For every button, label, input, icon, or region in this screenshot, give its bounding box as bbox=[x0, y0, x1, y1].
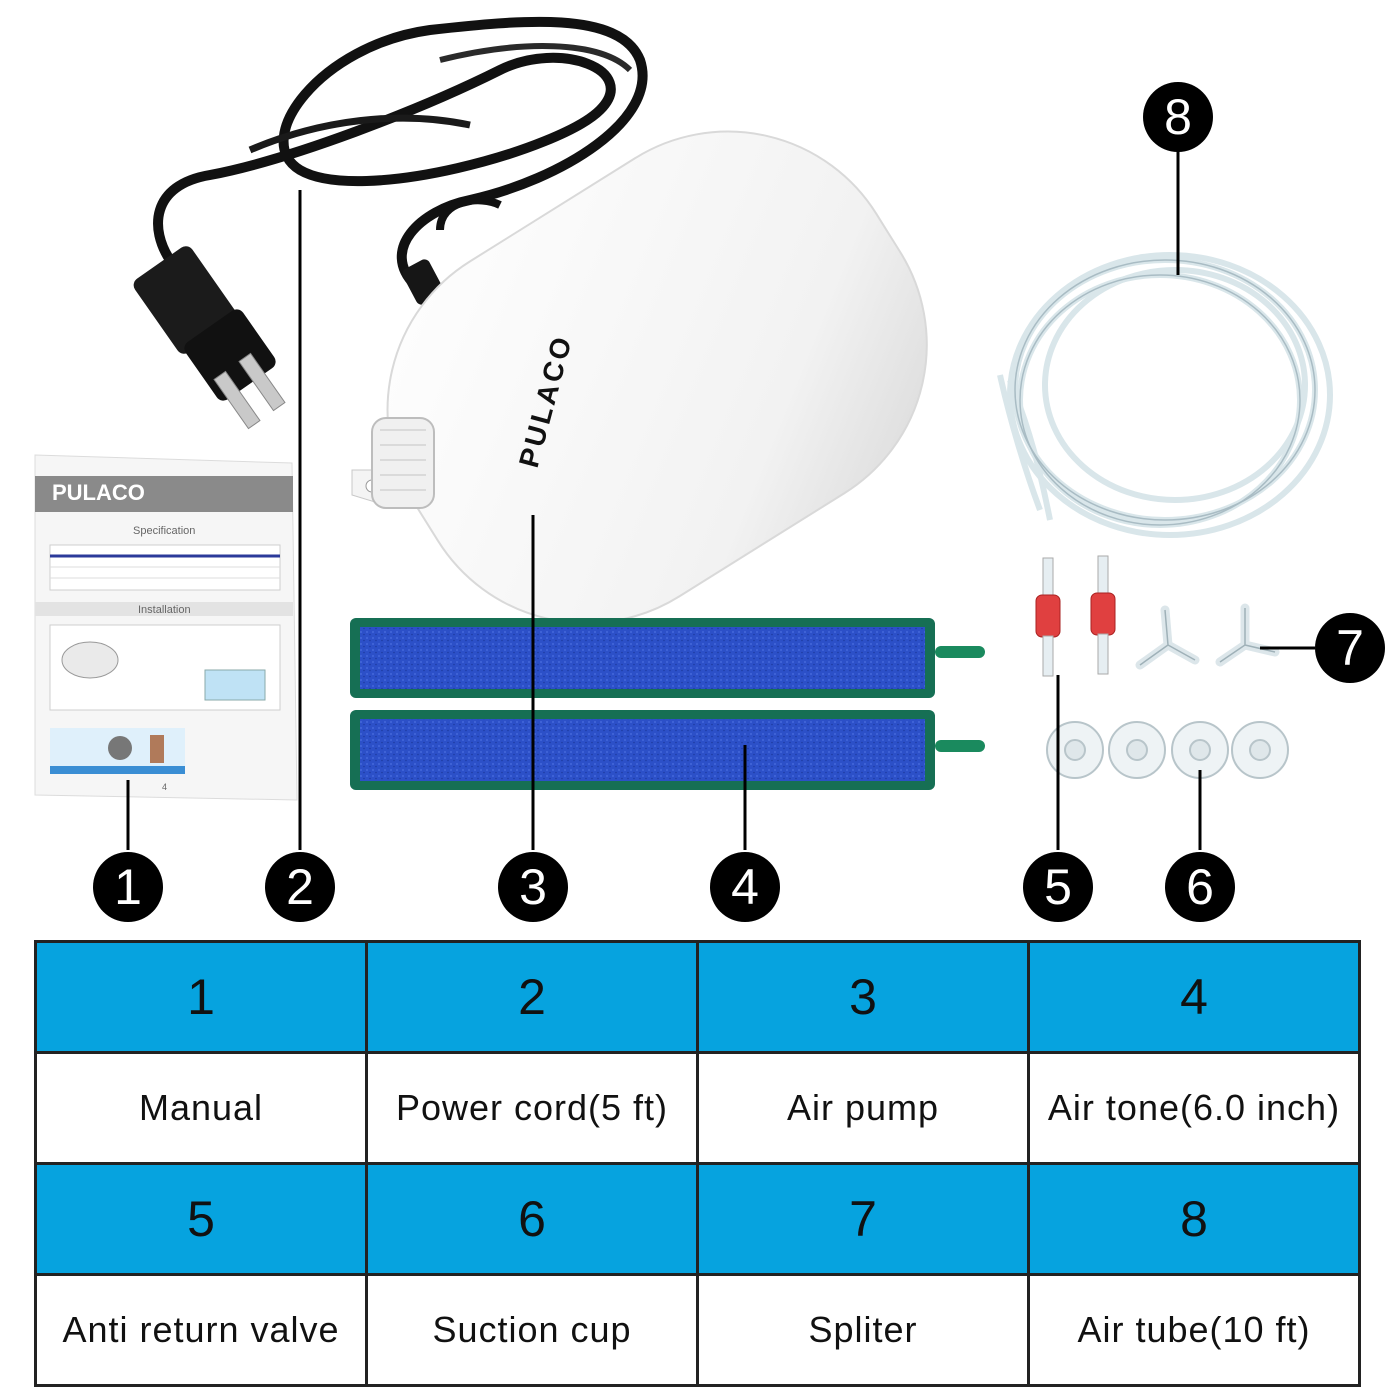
table-row-labels: Anti return valve Suction cup Spliter Ai… bbox=[34, 1273, 1361, 1387]
parts-table: 1 2 3 4 Manual Power cord(5 ft) Air pump… bbox=[34, 940, 1361, 1387]
splitters bbox=[1135, 603, 1280, 670]
table-cell-number: 8 bbox=[1027, 1162, 1361, 1276]
callout-4: 4 bbox=[710, 852, 780, 922]
table-cell-number: 7 bbox=[696, 1162, 1030, 1276]
table-cell-number: 5 bbox=[34, 1162, 368, 1276]
manual-spec-heading: Specification bbox=[133, 525, 196, 537]
air-pump bbox=[351, 130, 928, 625]
callout-1: 1 bbox=[93, 852, 163, 922]
table-cell-number: 1 bbox=[34, 940, 368, 1054]
suction-cups bbox=[1046, 721, 1289, 779]
plug bbox=[133, 246, 286, 430]
table-cell-number: 3 bbox=[696, 940, 1030, 1054]
table-cell-label: Anti return valve bbox=[34, 1273, 368, 1387]
table-cell-number: 6 bbox=[365, 1162, 699, 1276]
table-cell-label: Air pump bbox=[696, 1051, 1030, 1165]
table-cell-number: 4 bbox=[1027, 940, 1361, 1054]
callout-2: 2 bbox=[265, 852, 335, 922]
product-illustration bbox=[34, 16, 1333, 850]
manual-page-number: 4 bbox=[162, 782, 168, 792]
table-cell-label: Suction cup bbox=[365, 1273, 699, 1387]
callout-7: 7 bbox=[1315, 613, 1385, 683]
callout-leaders bbox=[126, 150, 1315, 850]
table-row-labels: Manual Power cord(5 ft) Air pump Air ton… bbox=[34, 1051, 1361, 1165]
callout-8: 8 bbox=[1143, 82, 1213, 152]
table-row-numbers: 5 6 7 8 bbox=[34, 1162, 1361, 1276]
callout-6: 6 bbox=[1165, 852, 1235, 922]
power-cord bbox=[133, 16, 648, 430]
callout-5: 5 bbox=[1023, 852, 1093, 922]
table-cell-label: Air tone(6.0 inch) bbox=[1027, 1051, 1361, 1165]
table-cell-label: Air tube(10 ft) bbox=[1027, 1273, 1361, 1387]
air-tubing bbox=[997, 252, 1333, 538]
callout-3: 3 bbox=[498, 852, 568, 922]
air-stones bbox=[350, 618, 985, 790]
table-row-numbers: 1 2 3 4 bbox=[34, 940, 1361, 1054]
table-cell-label: Power cord(5 ft) bbox=[365, 1051, 699, 1165]
manual-booklet bbox=[34, 454, 298, 801]
check-valves bbox=[1035, 555, 1116, 677]
table-cell-label: Spliter bbox=[696, 1273, 1030, 1387]
table-cell-number: 2 bbox=[365, 940, 699, 1054]
manual-brand: PULACO bbox=[52, 480, 145, 505]
table-cell-label: Manual bbox=[34, 1051, 368, 1165]
manual-install-heading: Installation bbox=[138, 604, 191, 616]
